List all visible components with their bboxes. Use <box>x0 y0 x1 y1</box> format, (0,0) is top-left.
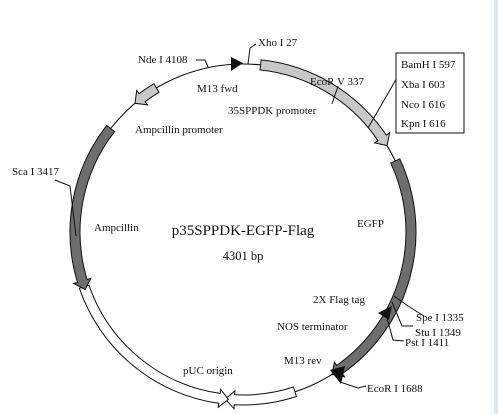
puc-origin-arrow <box>78 284 230 409</box>
ecorv-site-label: EcoR V 337 <box>310 76 364 88</box>
mcs-kpn-label: Kpn I 616 <box>401 118 446 130</box>
terminator-marker <box>378 306 392 320</box>
mcs-nco-label: Nco I 616 <box>401 99 445 111</box>
nos-terminator-label: NOS terminator <box>277 321 348 333</box>
ecorv-site-line <box>331 85 339 105</box>
ecori-site-line <box>339 381 367 389</box>
mcs-xba-label: Xba I 603 <box>401 79 445 91</box>
sca-site-line <box>54 179 77 237</box>
nos-terminator-arrow <box>224 386 298 411</box>
plasmid-size: 4301 bp <box>223 249 264 263</box>
puc-origin-label: pUC origin <box>183 365 233 377</box>
sca-site-label: Sca I 3417 <box>12 166 60 178</box>
egfp-arrow <box>331 158 417 378</box>
promoter-35sppdk-label: 35SPPDK promoter <box>228 105 317 117</box>
xho-site-label: Xho I 27 <box>258 37 298 49</box>
spe-site-label: Spe I 1335 <box>416 312 464 324</box>
nde-site-line <box>196 59 209 68</box>
spe-site-line <box>393 295 425 317</box>
xho-site-line <box>247 43 257 65</box>
m13-fwd-label: M13 fwd <box>197 83 238 95</box>
pst-site-line <box>385 313 405 342</box>
stu-site-line <box>391 301 413 327</box>
stu-site-label: Stu I 1349 <box>415 327 461 339</box>
feature-arrows <box>69 59 417 411</box>
m13-fwd-marker <box>231 57 243 71</box>
egfp-label: EGFP <box>357 218 384 230</box>
mcs-site-box <box>395 52 465 134</box>
promoter-35sppdk-arrow <box>259 59 391 147</box>
plasmid-name: p35SPPDK-EGFP-Flag <box>172 223 315 239</box>
ampicillin-arrow <box>69 124 116 291</box>
ampicillin-promoter-label: Ampcillin promoter <box>135 124 223 136</box>
ampicillin-promoter-arrow <box>134 83 160 106</box>
mcs-bamh-label: BamH I 597 <box>401 59 456 71</box>
flag-tag-label: 2X Flag tag <box>313 294 365 306</box>
nde-site-label: Nde I 4108 <box>138 54 188 66</box>
m13-rev-marker <box>330 366 345 384</box>
pst-site-label: Pst I 1411 <box>405 337 449 349</box>
ecori-site-label: EcoR I 1688 <box>367 383 423 395</box>
ampicillin-label: Ampcillin <box>94 222 139 234</box>
m13-rev-label: M13 rev <box>284 355 322 367</box>
